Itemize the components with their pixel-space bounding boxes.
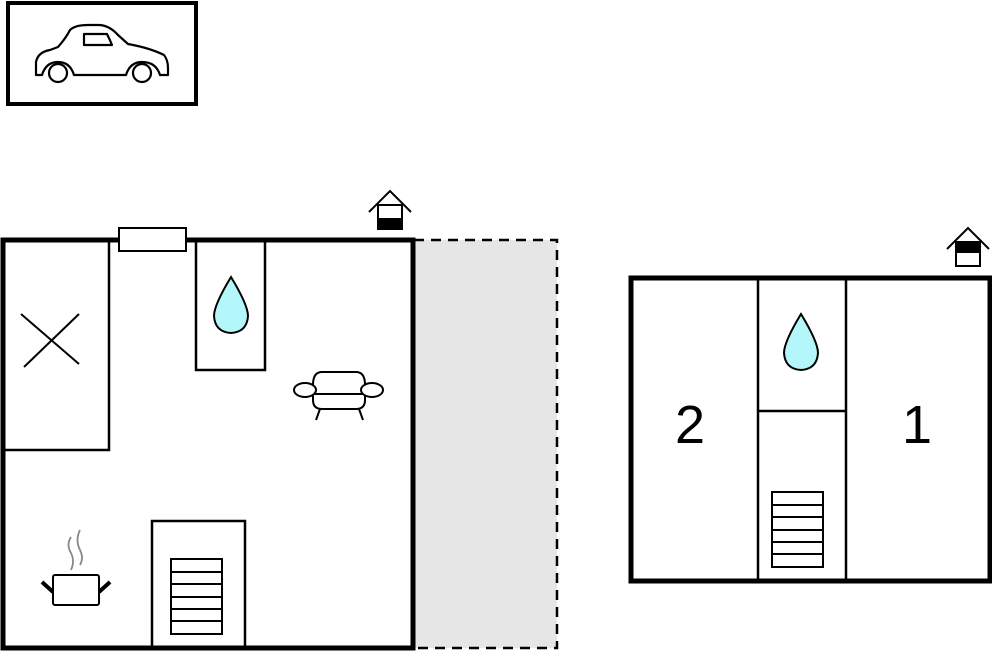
stair-room [150,519,247,650]
bathroom-water-drop-icon [212,275,250,335]
sofa-icon [293,371,384,421]
house-level-ground-icon [368,189,412,230]
house-level-upper-icon [946,226,990,267]
car-icon [34,23,170,84]
room-label-2: 2 [675,395,706,455]
parking-box [6,1,198,106]
window-icon [118,227,187,252]
kitchen-pot-icon [40,529,112,606]
staircase-icon [170,558,223,635]
staircase-icon [771,491,824,568]
room-label-1: 1 [902,395,933,455]
bathroom-room [194,238,267,372]
terrace-area [412,238,559,650]
bedroom-room [1,238,111,452]
bathroom-water-drop-icon [782,312,820,372]
bedroom-x-icon [20,313,80,368]
